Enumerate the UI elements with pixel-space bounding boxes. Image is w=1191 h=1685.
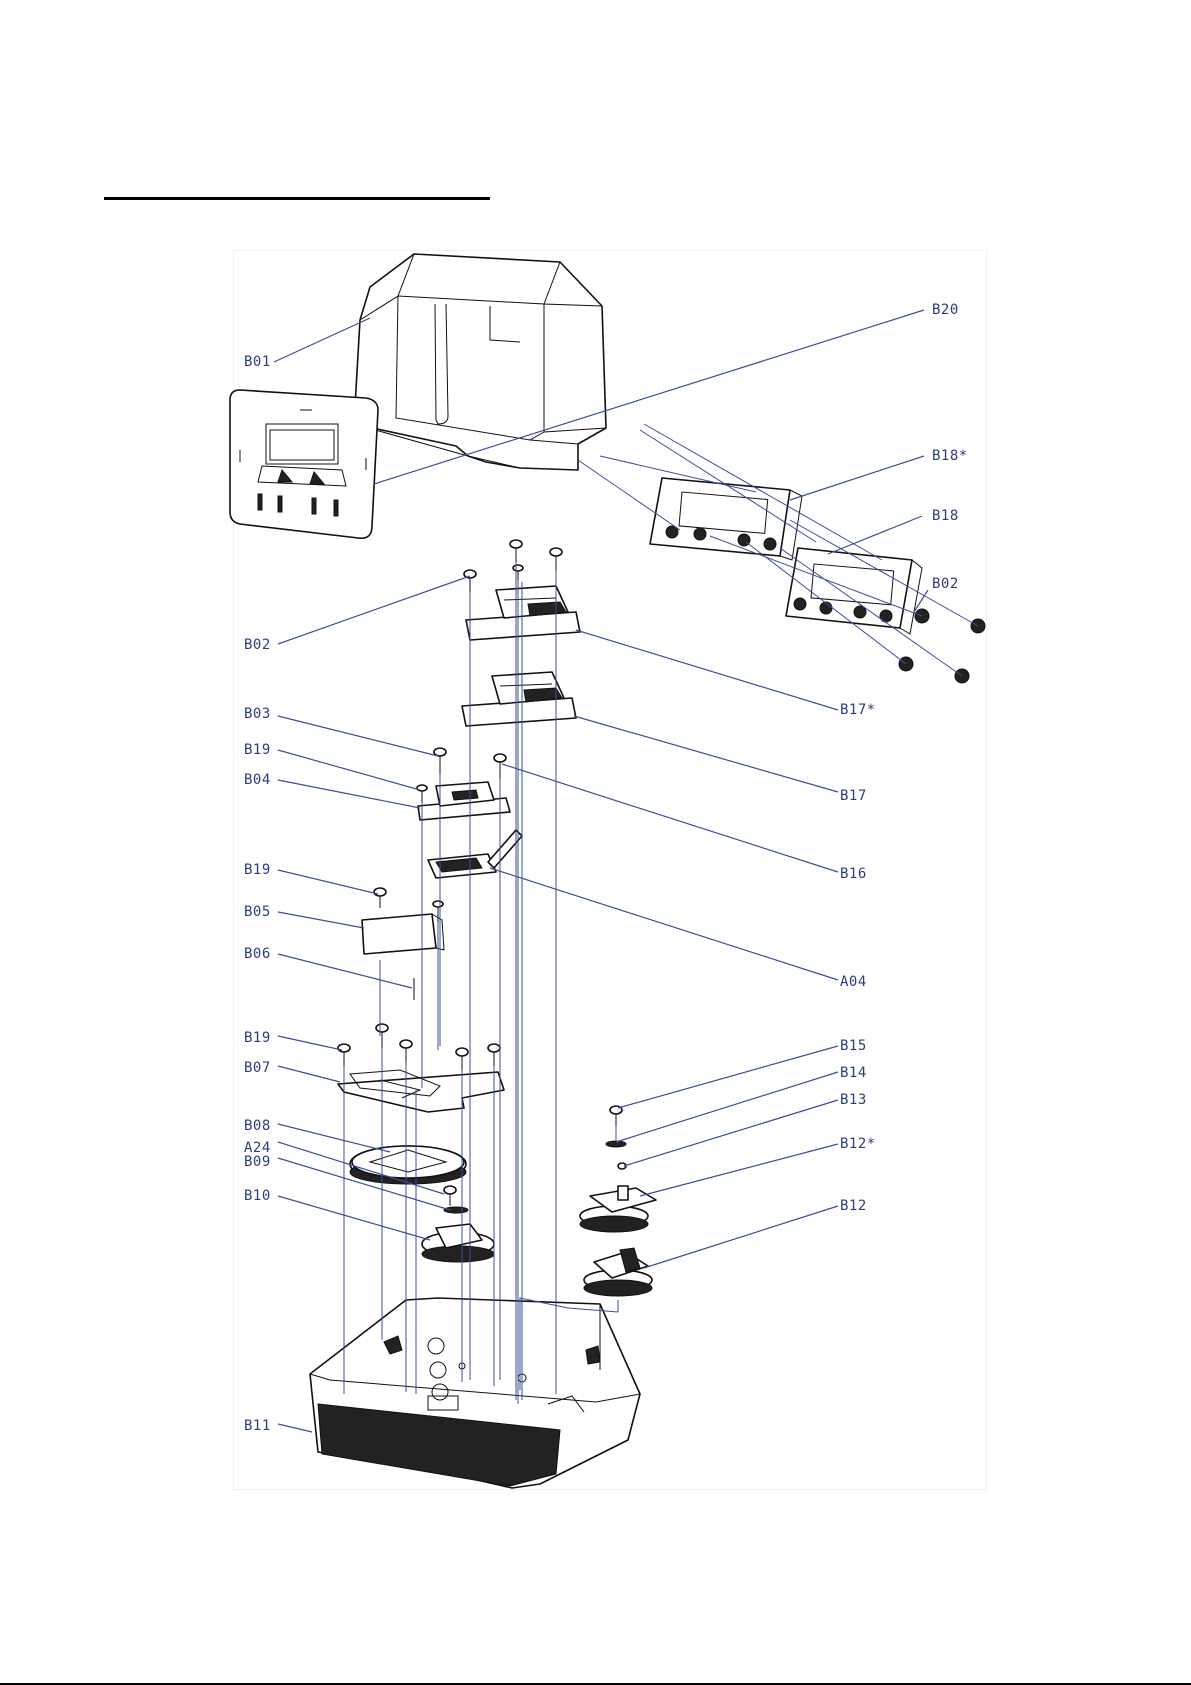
label-b18: B18: [932, 508, 959, 524]
label-b17: B17: [840, 788, 867, 804]
label-b15: B15: [840, 1038, 867, 1054]
front-panel-overlay-part: [230, 390, 378, 538]
gear-b10-assembly: [422, 1186, 494, 1262]
top-cover-part: [354, 254, 606, 470]
label-b19-low: B19: [244, 1030, 271, 1046]
label-a04: A04: [840, 974, 867, 990]
label-b02-left: B02: [244, 637, 271, 653]
label-b02-right: B02: [932, 576, 959, 592]
label-b13: B13: [840, 1092, 867, 1108]
label-b10: B10: [244, 1188, 271, 1204]
motor-block-b05: [362, 888, 444, 1000]
label-b19-mid: B19: [244, 862, 271, 878]
label-b03: B03: [244, 706, 271, 722]
label-b19-top: B19: [244, 742, 271, 758]
label-b16: B16: [840, 866, 867, 882]
bracket-assembly-b04: [417, 748, 510, 820]
display-module-part: [786, 548, 985, 683]
label-b18-star: B18*: [932, 448, 968, 464]
base-plate-b07: [338, 1024, 504, 1112]
label-b12: B12: [840, 1198, 867, 1214]
label-b07: B07: [244, 1060, 271, 1076]
screws-b02: [464, 540, 562, 592]
pcb-module-part: [462, 672, 576, 726]
cam-part-a04: [428, 830, 522, 878]
label-b04: B04: [244, 772, 271, 788]
label-b09: B09: [244, 1154, 271, 1170]
label-b06: B06: [244, 946, 271, 962]
pcb-module-star-part: [466, 586, 580, 640]
label-b17-star: B17*: [840, 702, 876, 718]
label-b08: B08: [244, 1118, 271, 1134]
label-b11: B11: [244, 1418, 271, 1434]
label-b14: B14: [840, 1065, 867, 1081]
label-b01: B01: [244, 354, 271, 370]
label-b05: B05: [244, 904, 271, 920]
gear-b08: [350, 1146, 466, 1184]
label-b20: B20: [932, 302, 959, 318]
base-housing-b11: [310, 1298, 640, 1488]
label-b12-star: B12*: [840, 1136, 876, 1152]
